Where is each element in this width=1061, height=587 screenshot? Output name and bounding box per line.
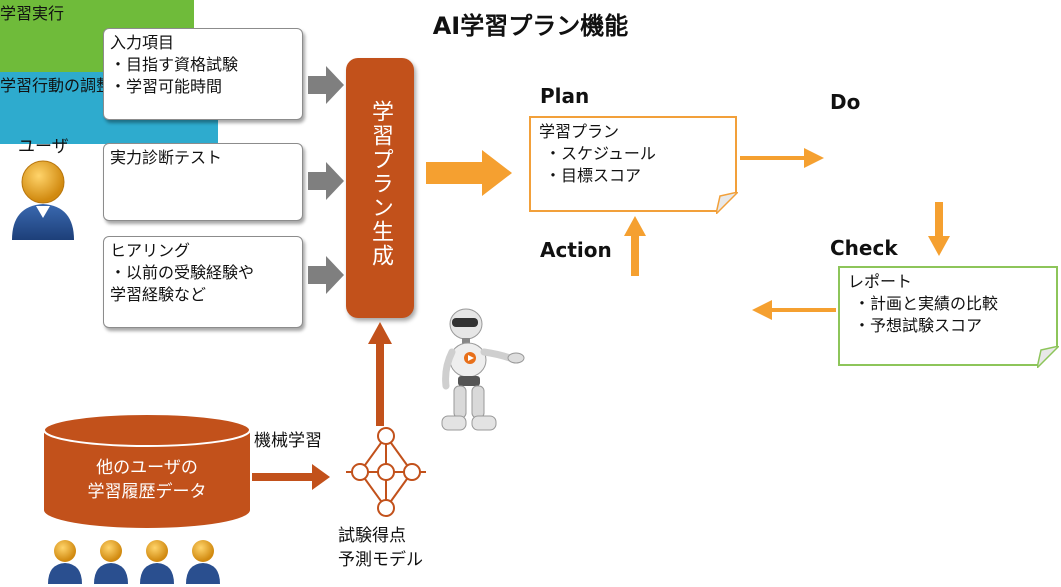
model-line: 予測モデル xyxy=(338,550,423,570)
input-arrow-2 xyxy=(308,162,344,200)
database-label: 他のユーザの 学習履歴データ xyxy=(44,456,250,504)
plan-generator-box: 学習プラン生成 xyxy=(346,58,414,318)
input-items-box: 入力項目 ・目指す資格試験 ・学習可能時間 xyxy=(103,28,303,120)
diagnostic-test-box: 実力診断テスト xyxy=(103,143,303,221)
model-to-generator-arrow xyxy=(368,322,392,426)
note-fold-icon xyxy=(716,192,738,214)
generator-to-plan-arrow xyxy=(426,150,512,196)
plan-title: 学習プラン xyxy=(539,122,620,141)
do-heading: Do xyxy=(830,90,861,114)
input-items-line: ・目指す資格試験 xyxy=(110,55,239,74)
action-to-plan-arrow xyxy=(624,216,646,276)
model-line: 試験得点 xyxy=(338,526,406,546)
diagnostic-test-title: 実力診断テスト xyxy=(110,148,223,167)
check-heading: Check xyxy=(830,236,898,260)
hearing-box: ヒアリング ・以前の受験経験や 学習経験など xyxy=(103,236,303,328)
plan-heading: Plan xyxy=(540,84,590,108)
user-label: ユーザ xyxy=(18,137,69,157)
neural-network-icon xyxy=(346,427,426,517)
check-to-action-arrow xyxy=(752,300,836,320)
ml-label: 機械学習 xyxy=(254,431,322,451)
check-note: レポート ・計画と実績の比較 ・予想試験スコア xyxy=(838,266,1058,366)
hearing-line: ・以前の受験経験や xyxy=(110,263,255,282)
plan-generator-label: 学習プラン生成 xyxy=(368,100,393,268)
plan-to-do-arrow xyxy=(740,148,824,168)
database-line: 他のユーザの xyxy=(96,458,198,478)
plan-line: ・スケジュール xyxy=(545,144,656,163)
robot-icon xyxy=(441,308,525,431)
database-icon xyxy=(43,413,251,528)
check-line: ・予想試験スコア xyxy=(854,316,983,335)
plan-note: 学習プラン ・スケジュール ・目標スコア xyxy=(529,116,737,212)
database-line: 学習履歴データ xyxy=(87,482,207,502)
do-to-check-arrow xyxy=(928,202,950,256)
plan-line: ・目標スコア xyxy=(545,166,642,185)
user-icon xyxy=(12,160,74,240)
database-to-model-arrow xyxy=(252,464,330,490)
input-arrow-1 xyxy=(308,66,344,104)
action-heading: Action xyxy=(540,238,612,262)
hearing-title: ヒアリング xyxy=(110,241,191,260)
check-title: レポート xyxy=(848,272,913,291)
input-items-line: ・学習可能時間 xyxy=(110,77,223,96)
model-label: 試験得点 予測モデル xyxy=(338,524,423,572)
input-arrow-3 xyxy=(308,256,344,294)
note-fold-icon xyxy=(1037,346,1059,368)
input-items-title: 入力項目 xyxy=(110,33,175,52)
hearing-line: 学習経験など xyxy=(110,285,207,304)
page-title: AI学習プラン機能 xyxy=(432,12,629,40)
check-line: ・計画と実績の比較 xyxy=(854,294,999,313)
users-group-icon xyxy=(48,540,220,584)
